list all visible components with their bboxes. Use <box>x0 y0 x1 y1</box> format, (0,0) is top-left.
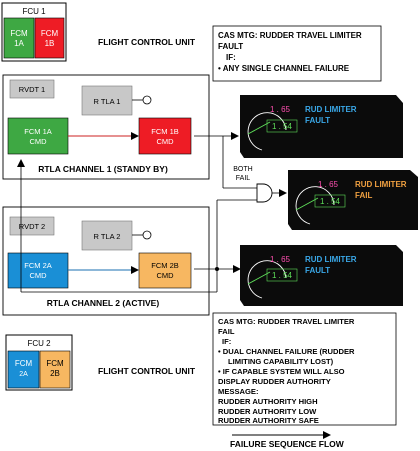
rtla-1-actuator-icon <box>142 95 152 105</box>
display-fault-top: 1 . 65 1 . 54 RUD LIMITER FAULT <box>240 95 403 158</box>
fcu2-fcm-2b <box>39 350 71 389</box>
fcu2-fcm-2b-line2: 2B <box>50 369 60 378</box>
channel-2-caption: RTLA CHANNEL 2 (ACTIVE) <box>47 298 160 308</box>
fcm-2a-cmd <box>7 252 69 289</box>
fcm-1a-cmd-line2: CMD <box>29 137 47 146</box>
gate-label-line1: BOTH <box>233 166 252 173</box>
gate-label-line2: FAIL <box>236 175 251 182</box>
cas2-line4: • DUAL CHANNEL FAILURE (RUDDER <box>218 347 355 356</box>
display-1-bottom-value: 1 . 54 <box>272 122 293 131</box>
display-2-top-value: 1 . 65 <box>318 180 339 189</box>
display-2-bottom-value: 1 . 54 <box>320 197 341 206</box>
fcu2-panel: FCU 2 FCM 2A FCM 2B <box>5 334 73 391</box>
rtla-2-actuator-icon <box>142 230 152 240</box>
cas2-line7: DISPLAY RUDDER AUTHORITY <box>218 377 331 386</box>
fcm-1b-cmd-line1: FCM 1B <box>151 127 179 136</box>
fcu1-title: FCU 1 <box>22 7 46 16</box>
rtla-channel-2: RVDT 2 R TLA 2 FCM 2A CMD FCM 2B CMD RTL… <box>2 206 210 316</box>
fcu2-fcm-2a-line1: FCM <box>15 359 33 368</box>
fcm-1b-cmd-line2: CMD <box>156 137 174 146</box>
fcu1-fcm-1b <box>34 17 65 59</box>
display-2-msg-line1: RUD LIMITER <box>355 180 407 189</box>
rvdt-1-box <box>9 79 55 99</box>
fcu2-title: FCU 2 <box>27 339 51 348</box>
fcu1-fcm-1a-line1: FCM <box>10 29 28 38</box>
fcm-2b-cmd-line1: FCM 2B <box>151 261 179 270</box>
display-fault-bottom: 1 . 65 1 . 54 RUD LIMITER FAULT <box>240 245 403 306</box>
cas2-line11: RUDDER AUTHORITY SAFE <box>218 416 319 425</box>
cas-fail-box: CAS MTG: RUDDER TRAVEL LIMITER FAIL IF: … <box>212 312 397 426</box>
cas1-line3: IF: <box>226 53 236 62</box>
fcm-1b-cmd <box>138 117 192 155</box>
fcm-2b-cmd-line2: CMD <box>156 271 174 280</box>
fcu1-fcm-1b-line2: 1B <box>45 39 55 48</box>
cas2-line10: RUDDER AUTHORITY LOW <box>218 407 317 416</box>
cas1-line1: CAS MTG: RUDDER TRAVEL LIMITER <box>218 31 362 40</box>
display-1-top-value: 1 . 65 <box>270 105 291 114</box>
display-3-msg-line2: FAULT <box>305 266 330 275</box>
fcu1-panel: FCU 1 FCM 1A FCM 1B <box>1 2 67 62</box>
cas2-line5: LIMITING CAPABILITY LOST) <box>228 357 334 366</box>
fcm-2b-cmd <box>138 252 192 289</box>
cas1-line2: FAULT <box>218 42 243 51</box>
fcu2-fcm-2b-line1: FCM <box>46 359 64 368</box>
rtla-1-box <box>81 85 133 116</box>
fcu1-fcm-1b-line1: FCM <box>41 29 59 38</box>
both-fail-and-gate: BOTH FAIL <box>233 166 273 203</box>
display-2-msg-line2: FAIL <box>355 191 372 200</box>
fcu2-fcm-2a-line2: 2A <box>19 371 28 378</box>
display-1-msg-line2: FAULT <box>305 116 330 125</box>
fcm-1a-cmd <box>7 117 69 155</box>
cas2-line8: MESSAGE: <box>218 387 259 396</box>
fcu2-caption: FLIGHT CONTROL UNIT <box>98 366 196 376</box>
cas-fault-box: CAS MTG: RUDDER TRAVEL LIMITER FAULT IF:… <box>212 25 382 82</box>
cas1-line4: • ANY SINGLE CHANNEL FAILURE <box>218 64 350 73</box>
cas2-line3: IF: <box>222 337 231 346</box>
channel-1-caption: RTLA CHANNEL 1 (STANDY BY) <box>38 164 168 174</box>
fcm-2a-cmd-line1: FCM 2A <box>24 261 52 270</box>
junction-dot <box>215 267 219 271</box>
rtla-2-box <box>81 220 133 251</box>
fcu1-fcm-1a <box>3 17 35 59</box>
rtla-channel-1: RVDT 1 R TLA 1 FCM 1A CMD FCM 1B CMD RTL… <box>2 74 210 180</box>
fcm-1a-cmd-line1: FCM 1A <box>24 127 52 136</box>
fcu2-fcm-2a <box>7 350 40 389</box>
cas2-line6: • IF CAPABLE SYSTEM WILL ALSO <box>218 367 345 376</box>
cas2-line2: FAIL <box>218 327 235 336</box>
fcu1-fcm-1a-line2: 1A <box>14 39 24 48</box>
rvdt-1-label: RVDT 1 <box>19 85 45 94</box>
cas2-line9: RUDDER AUTHORITY HIGH <box>218 397 318 406</box>
rtla-1-label: R TLA 1 <box>94 97 121 106</box>
display-3-bottom-value: 1 . 54 <box>272 271 293 280</box>
rtla-2-label: R TLA 2 <box>94 232 121 241</box>
display-fail-middle: 1 . 65 1 . 54 RUD LIMITER FAIL <box>288 170 418 230</box>
cross-channel-wiring <box>17 132 287 293</box>
fcm-2a-cmd-line2: CMD <box>29 271 47 280</box>
fcu1-caption: FLIGHT CONTROL UNIT <box>98 37 196 47</box>
cas2-line1: CAS MTG: RUDDER TRAVEL LIMITER <box>218 317 355 326</box>
display-3-top-value: 1 . 65 <box>270 255 291 264</box>
display-1-msg-line1: RUD LIMITER <box>305 105 357 114</box>
flow-label: FAILURE SEQUENCE FLOW <box>230 439 345 449</box>
display-3-msg-line1: RUD LIMITER <box>305 255 357 264</box>
rvdt-2-label: RVDT 2 <box>19 222 45 231</box>
